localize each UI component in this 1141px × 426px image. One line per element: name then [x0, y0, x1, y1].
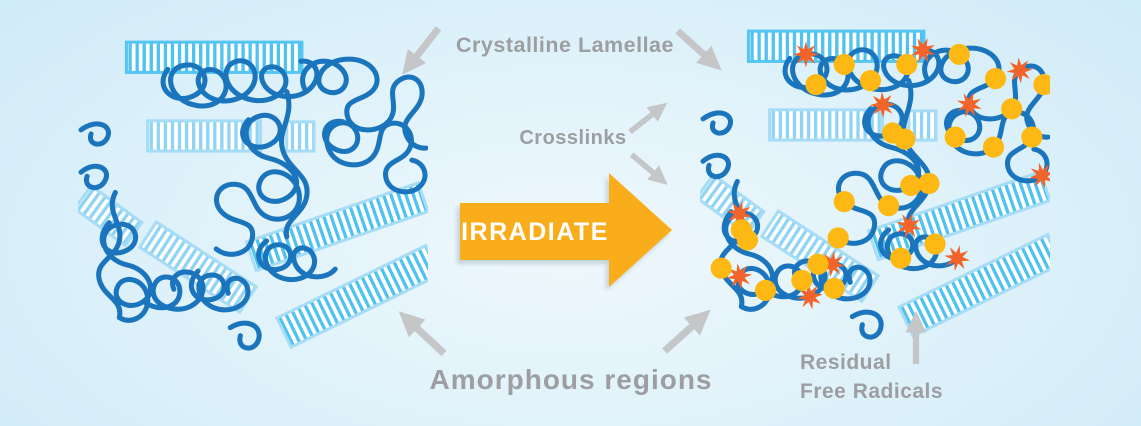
crosslink-dot-icon — [900, 174, 922, 197]
crosslink-dot-icon — [878, 195, 900, 217]
free-radical-burst-icon — [797, 283, 823, 310]
polymer-cluster-after — [700, 14, 1050, 362]
crosslink-dot-icon — [833, 53, 855, 76]
crosslink-dot-icon — [805, 74, 827, 96]
crosslink-dot-icon — [924, 233, 946, 255]
free-radical-burst-icon — [726, 263, 753, 290]
crosslink-dot-icon — [807, 253, 829, 275]
free-radical-burst-icon — [956, 92, 982, 118]
crosslink-dot-icon — [1001, 98, 1023, 120]
label-crosslinks: Crosslinks — [519, 127, 627, 149]
crosslink-dot-icon — [791, 269, 813, 291]
irradiate-arrow-shape — [460, 173, 672, 287]
crosslink-dot-icon — [948, 43, 970, 65]
crosslink-dot-icon — [882, 122, 904, 144]
crosslink-dot-icon — [754, 279, 777, 301]
free-radical-burst-icon — [819, 251, 846, 278]
crosslinks-and-radicals-overlay — [710, 38, 1050, 310]
crosslink-dot-icon — [859, 69, 882, 92]
label-crystalline-lamellae: Crystalline Lamellae — [456, 33, 674, 57]
polymer-cluster-before — [78, 25, 428, 373]
irradiate-label: IRRADIATE — [461, 218, 609, 246]
crosslink-dot-icon — [984, 67, 1007, 90]
free-radical-burst-icon — [896, 213, 922, 239]
free-radical-burst-icon — [944, 245, 971, 272]
crosslinks-pointer-up-icon — [624, 95, 673, 140]
crosslink-dot-icon — [827, 227, 849, 249]
crosslink-dot-icon — [710, 257, 732, 279]
crosslink-dot-icon — [918, 172, 940, 195]
free-radical-burst-icon — [1029, 162, 1050, 189]
label-amorphous-regions: Amorphous regions — [429, 364, 713, 395]
crosslink-dot-icon — [736, 229, 758, 251]
irradiate-arrow: IRRADIATE — [460, 173, 672, 287]
free-radical-burst-icon — [869, 91, 896, 118]
crosslink-dot-icon — [1033, 74, 1050, 96]
label-residual-line1: Residual — [800, 351, 892, 374]
crosslink-dot-icon — [896, 53, 918, 76]
crosslink-dot-icon — [823, 277, 845, 299]
free-radical-burst-icon — [1006, 57, 1033, 84]
residual-free-radicals-pointer-icon — [905, 310, 927, 364]
crosslink-dot-icon — [1021, 126, 1043, 148]
free-radical-burst-icon — [792, 41, 820, 68]
crosslink-dot-icon — [833, 191, 855, 213]
crosslink-dot-icon — [890, 247, 912, 269]
free-radical-burst-icon — [910, 38, 936, 63]
label-residual-line2: Free Radicals — [800, 380, 944, 403]
free-radical-burst-icon — [726, 201, 753, 227]
crosslink-dot-icon — [944, 126, 966, 148]
crosslink-dot-icon — [982, 136, 1005, 158]
label-residual-free-radicals: Residual Free Radicals — [800, 348, 943, 406]
